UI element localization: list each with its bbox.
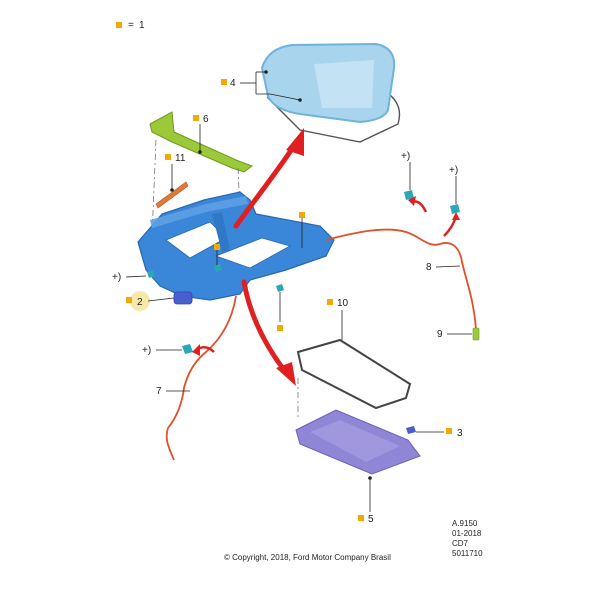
callout-6-label: 6	[203, 114, 209, 125]
callout-4: 4	[221, 70, 302, 102]
callout-6-marker	[193, 115, 199, 121]
sunroof-frame	[137, 191, 335, 301]
direction-arrows	[192, 128, 460, 386]
arrow-down-head-icon	[276, 362, 296, 386]
callout-6: 6	[193, 114, 209, 154]
callout-4-marker	[221, 79, 227, 85]
callout-3-marker	[446, 428, 452, 434]
frame-marker-1	[299, 212, 305, 218]
callout-10-label: 10	[337, 298, 349, 309]
frame-rail-cross	[212, 212, 230, 252]
callout-7: 7	[156, 386, 190, 397]
legend: = 1	[116, 20, 145, 31]
drain-hose-right	[325, 228, 477, 331]
glass-panel-reflection	[314, 60, 374, 108]
clip-icon	[147, 190, 460, 434]
sunshade-part-5	[295, 409, 421, 475]
plus-mark-left: +)	[112, 272, 121, 283]
callout-2-label: 2	[137, 297, 143, 308]
plus-marks: +) +) +) +)	[112, 151, 458, 356]
frame-marker-3	[277, 325, 283, 331]
frame-rail-top	[150, 196, 248, 228]
callout-4-label: 4	[230, 78, 236, 89]
drain-valve-part-9	[472, 327, 480, 341]
glass-panel-part-4	[260, 42, 401, 143]
drain-valve	[472, 327, 480, 341]
drain-hose-part-8	[325, 228, 477, 331]
plus-mark-hose-right-a: +)	[401, 151, 410, 162]
callout-11: 11	[165, 153, 186, 192]
callout-9-label: 9	[437, 329, 443, 340]
callout-3-label: 3	[457, 428, 463, 439]
callout-2-highlight	[130, 291, 150, 311]
frame-opening-right	[214, 237, 292, 269]
frame-outer	[137, 191, 335, 301]
plus-mark-hose-left: +)	[142, 345, 151, 356]
callout-8: 8	[426, 262, 461, 273]
callout-8-label: 8	[426, 262, 432, 273]
arrow-down-icon	[241, 279, 287, 373]
arrow-up-head-icon	[286, 128, 304, 156]
legend-value: 1	[139, 20, 145, 31]
callout-5-label: 5	[368, 514, 374, 525]
callout-3: 3	[416, 428, 463, 439]
wind-deflector-part-6	[149, 111, 254, 173]
motor-part-2	[173, 291, 193, 305]
ref-line-4: 5011710	[452, 549, 483, 558]
callout-10: 10	[327, 298, 349, 340]
drain-hose-left	[165, 295, 237, 461]
frame-marker-2	[214, 244, 220, 250]
shade-seal-part-10	[296, 338, 412, 410]
callout-7-label: 7	[156, 386, 162, 397]
callout-2-marker	[126, 297, 132, 303]
callout-11-marker	[165, 154, 171, 160]
green-bracket	[149, 111, 254, 173]
drain-hose-part-7	[165, 295, 237, 461]
motor-body	[173, 291, 193, 305]
ref-line-3: CD7	[452, 539, 469, 548]
callout-11-label: 11	[175, 153, 186, 164]
ref-line-1: A.9150	[452, 519, 478, 528]
shade-seal-frame	[296, 338, 412, 410]
callout-5-marker	[358, 515, 364, 521]
reference-block: A.9150 01-2018 CD7 5011710	[452, 519, 483, 558]
callout-9: 9	[437, 329, 472, 340]
seal-strip-part-11	[155, 181, 189, 209]
ref-line-2: 01-2018	[452, 529, 482, 538]
legend-marker	[116, 22, 122, 28]
plus-mark-hose-right-b: +)	[449, 165, 458, 176]
seal-strip	[155, 181, 189, 209]
legend-equals: =	[128, 20, 134, 31]
arrow-up-icon	[233, 143, 297, 229]
sunshade-texture	[310, 420, 400, 462]
callout-2: 2	[126, 291, 175, 311]
callout-10-marker	[327, 299, 333, 305]
callout-5: 5	[358, 476, 374, 525]
copyright-text: © Copyright, 2018, Ford Motor Company Br…	[224, 553, 391, 562]
